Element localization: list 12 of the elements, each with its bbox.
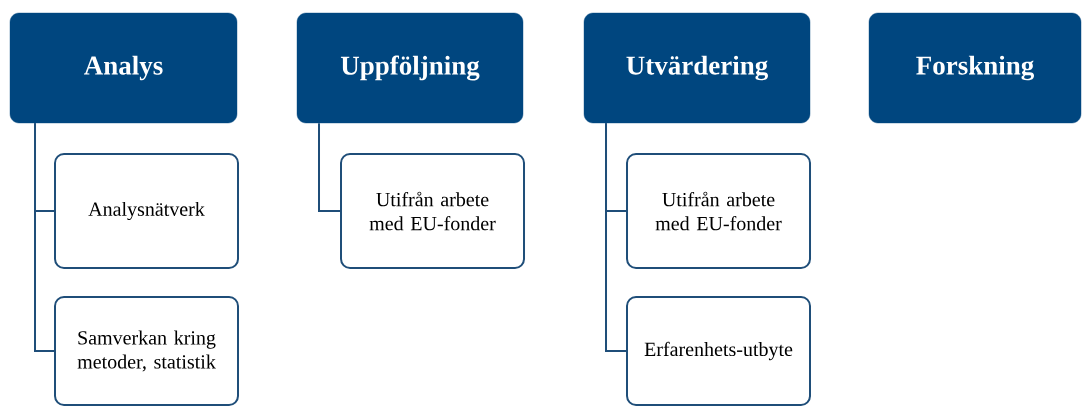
heading-box: Analys	[9, 12, 238, 124]
heading-box: Forskning	[868, 12, 1082, 124]
connector-line	[34, 122, 55, 352]
connector-line	[605, 122, 627, 352]
connector-line	[318, 122, 341, 212]
process-box: Utifrån arbete med EU-fonder	[626, 153, 811, 269]
process-box: Erfarenhets-utbyte	[626, 296, 811, 406]
process-box: Samverkan kring metoder, statistik	[54, 296, 239, 406]
heading-box: Uppföljning	[296, 12, 524, 124]
process-box: Analysnätverk	[54, 153, 239, 269]
heading-box: Utvärdering	[583, 12, 811, 124]
process-box: Utifrån arbete med EU-fonder	[340, 153, 525, 269]
